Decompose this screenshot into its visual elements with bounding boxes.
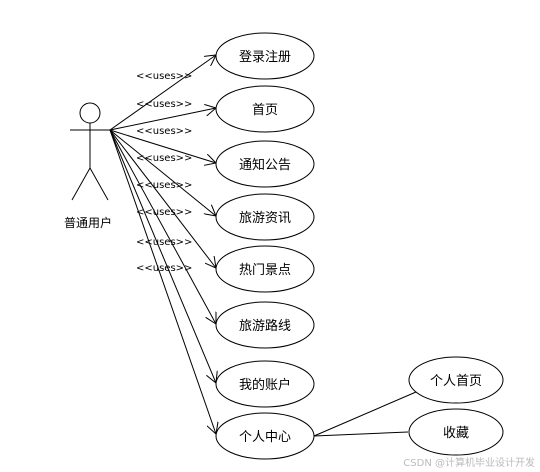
use-case-ellipse[interactable]	[215, 301, 315, 349]
use-case-travel-news[interactable]: 旅游资讯	[215, 193, 315, 241]
use-case-label: 个人中心	[239, 430, 291, 445]
stereotype-labels: <<uses>> <<uses>> <<uses>> <<uses>> <<us…	[136, 71, 192, 274]
association-line-personal-center	[109, 129, 216, 434]
stereotype-label: <<uses>>	[136, 153, 192, 164]
use-case-ellipse[interactable]	[408, 356, 504, 404]
use-case-ellipse[interactable]	[408, 408, 504, 456]
actor-leg-right	[89, 167, 109, 201]
use-case-label: 旅游路线	[239, 318, 291, 334]
actor-figure	[70, 102, 110, 201]
association-line-travel-news	[109, 129, 216, 216]
use-case-my-account[interactable]: 我的账户	[215, 360, 315, 408]
watermark: CSDN @计算机毕业设计开发	[403, 456, 535, 469]
use-case-ellipse[interactable]	[215, 193, 315, 241]
stereotype-label: <<uses>>	[136, 207, 192, 218]
sub-association-lines	[313, 391, 417, 437]
stereotype-label: <<uses>>	[136, 71, 192, 82]
stereotype-label: <<uses>>	[136, 263, 192, 274]
use-case-notice[interactable]: 通知公告	[215, 140, 315, 188]
stereotype-label: <<uses>>	[136, 180, 192, 191]
stereotype-label: <<uses>>	[136, 99, 192, 110]
use-case-home[interactable]: 首页	[215, 85, 315, 133]
use-case-favorites[interactable]: 收藏	[408, 408, 504, 456]
use-case-personal-home[interactable]: 个人首页	[408, 356, 504, 404]
sub-association-line-favorites	[313, 431, 409, 437]
association-line-login	[109, 55, 216, 131]
association-line-home	[109, 108, 216, 131]
use-case-travel-routes[interactable]: 旅游路线	[215, 301, 315, 349]
use-case-label: 热门景点	[239, 263, 291, 278]
use-case-ellipse[interactable]	[215, 85, 315, 133]
use-case-login[interactable]: 登录注册	[215, 32, 315, 80]
association-line-travel-routes	[109, 129, 216, 324]
sub-association-line-personal-home	[313, 391, 417, 437]
association-line-notice	[109, 129, 216, 163]
use-case-hot-spots[interactable]: 热门景点	[215, 245, 315, 293]
stereotype-label: <<uses>>	[136, 237, 192, 248]
use-case-ellipse[interactable]	[215, 140, 315, 188]
association-line-my-account	[109, 129, 216, 383]
association-line-hot-spots	[109, 129, 216, 268]
actor-head	[79, 102, 101, 124]
use-case-label: 我的账户	[239, 377, 291, 393]
use-case-label: 收藏	[443, 426, 469, 441]
use-case-label: 首页	[252, 103, 278, 118]
use-case-label: 旅游资讯	[239, 211, 291, 226]
use-case-ellipse[interactable]	[215, 32, 315, 80]
use-case-ellipse[interactable]	[215, 360, 315, 408]
actor-label: 普通用户	[64, 215, 112, 230]
stereotype-label: <<uses>>	[136, 126, 192, 137]
use-case-personal-center[interactable]: 个人中心	[215, 412, 315, 460]
use-case-label: 登录注册	[239, 50, 291, 65]
use-case-ellipse[interactable]	[215, 245, 315, 293]
actor-leg-left	[71, 167, 91, 201]
association-lines	[109, 55, 216, 434]
use-case-label: 通知公告	[239, 157, 291, 173]
use-case-label: 个人首页	[430, 374, 482, 389]
